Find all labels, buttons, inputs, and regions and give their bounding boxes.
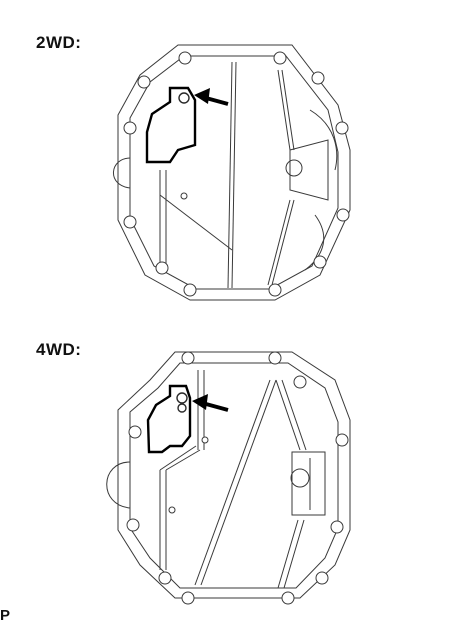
bolt [183, 283, 197, 297]
bolt [268, 283, 282, 297]
4wd-lower-right-rib-2 [283, 519, 305, 589]
bolt [128, 425, 142, 439]
2wd-arrow-icon [194, 88, 229, 106]
bolt [335, 121, 349, 135]
bolt [181, 591, 195, 605]
4wd-right-boss [291, 451, 326, 516]
2wd-left-boss [113, 157, 131, 189]
4wd-right-rib [275, 379, 301, 451]
2wd-right-rib-lower-2 [271, 199, 295, 286]
4wd-left-link-2 [159, 445, 197, 471]
2wd-lower-right-arc [304, 214, 325, 271]
2wd-small-hole [180, 192, 188, 200]
4wd-boss-hole [290, 468, 310, 488]
bolt [178, 51, 192, 65]
bolt [123, 121, 137, 135]
4wd-flange-bolts [126, 351, 349, 605]
4wd-small-hole [201, 436, 209, 444]
4wd-small-hole-2 [168, 506, 176, 514]
bolt [336, 208, 350, 222]
4wd-left-link [165, 449, 201, 471]
bolt [181, 351, 195, 365]
2wd-center-rib-2 [231, 61, 237, 289]
bolt [313, 255, 327, 269]
bolt [268, 351, 282, 365]
2wd-plate-bolt [178, 92, 190, 104]
bolt [330, 520, 344, 534]
2wd-right-rib-lower [267, 199, 291, 286]
4wd-diagram [106, 351, 351, 605]
4wd-arrow-icon [192, 394, 229, 412]
bolt [273, 51, 287, 65]
4wd-cover-flange-outer [117, 351, 351, 599]
2wd-boss-hole [285, 159, 303, 177]
2wd-lower-diagonal [159, 194, 233, 251]
2wd-right-boss [289, 139, 329, 201]
4wd-plate-bolt-2 [177, 403, 187, 413]
2wd-right-arc [309, 109, 338, 171]
2wd-baffle-plate [145, 86, 197, 164]
4wd-diagonal-rib-2 [200, 379, 277, 586]
bolt [293, 375, 307, 389]
bolt [158, 571, 172, 585]
2wd-center-rib [227, 61, 233, 289]
bolt [335, 433, 349, 447]
bolt [281, 591, 295, 605]
bolt [126, 518, 140, 532]
4wd-diagonal-rib [194, 379, 271, 586]
4wd-lower-right-rib [277, 519, 299, 589]
bolt [315, 571, 329, 585]
bolt [123, 215, 137, 229]
2wd-diagram [113, 44, 351, 301]
bolt [311, 71, 325, 85]
4wd-label: 4WD: [36, 340, 82, 359]
bolt [137, 75, 151, 89]
corner-letter: P [0, 607, 11, 624]
2wd-right-rib-upper [277, 69, 291, 151]
4wd-plate-bolt [176, 392, 188, 404]
4wd-baffle-plate [146, 384, 192, 454]
bolt [155, 261, 169, 275]
4wd-cover-flange-inner [129, 362, 339, 589]
4wd-left-boss [106, 461, 131, 509]
2wd-label: 2WD: [36, 33, 82, 52]
2wd-cover-flange-outer [117, 44, 351, 301]
4wd-right-rib-2 [281, 379, 307, 451]
2wd-right-rib-upper-2 [281, 69, 295, 151]
2wd-flange-bolts [123, 51, 350, 297]
